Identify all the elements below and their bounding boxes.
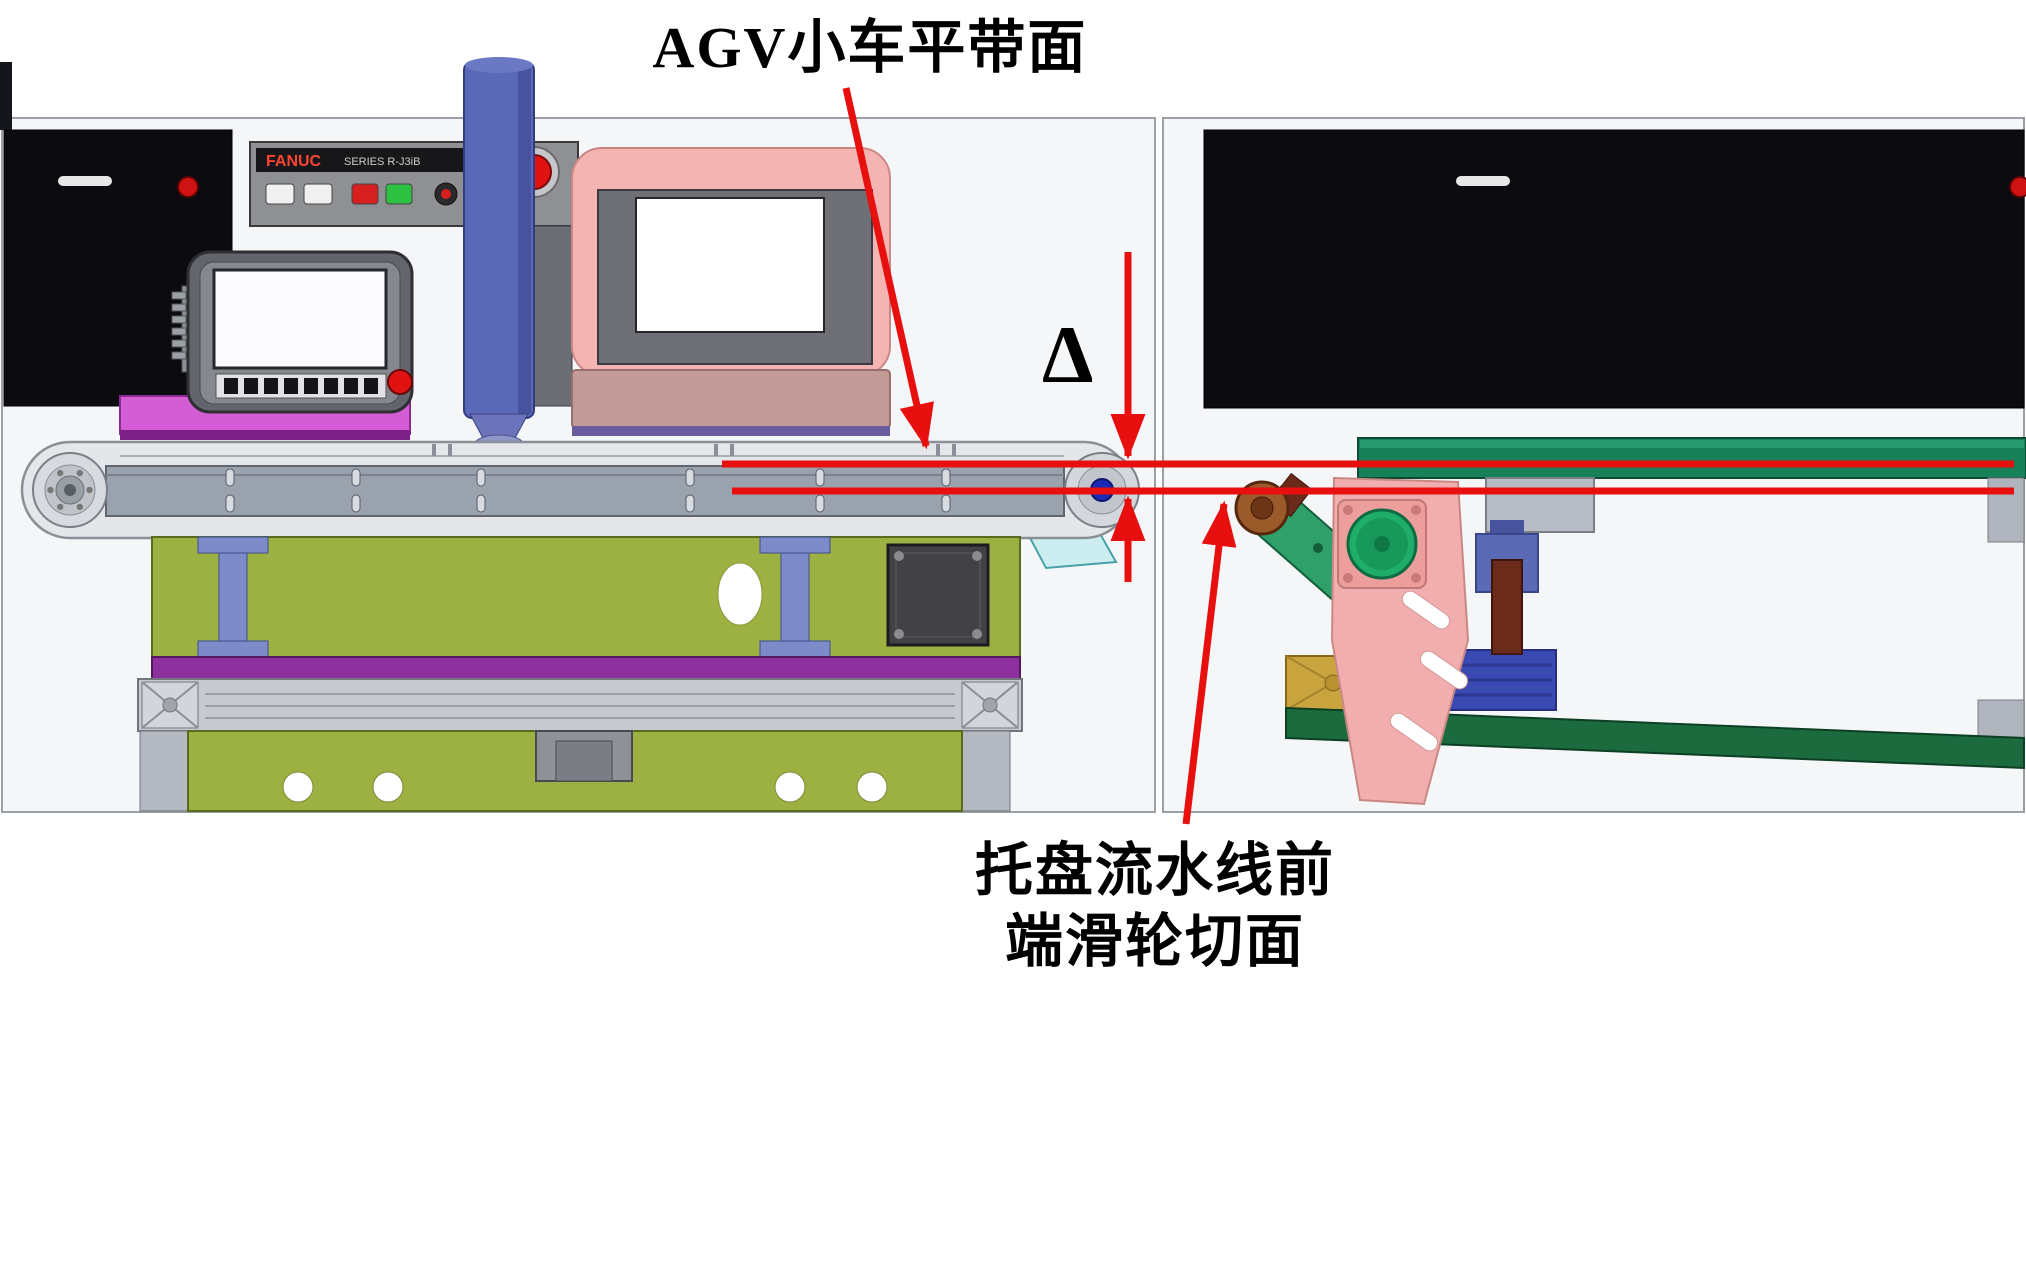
right-screen-handle [1456,176,1510,186]
panel-hole-4 [856,771,888,803]
green-body [151,536,1021,658]
control-panel-nameplate [256,148,470,172]
extrusion-cap-right [961,681,1019,729]
base-frame [137,678,1023,732]
center-bracket-inner [555,740,613,782]
pendant-estop-button [387,369,413,395]
monitor-unit [571,147,891,436]
bracket-slot-1 [1401,590,1451,630]
fanuc-model-label: SERIES R-J3iB [344,156,420,168]
pendant-key-strip [215,373,387,399]
bracket-slot-3 [1389,712,1439,752]
lower-section [139,730,1011,812]
left-screen-indicator-lamp [177,176,199,198]
ibeam-support-right [759,536,831,658]
pendant-connector-comb [171,291,187,360]
right-screen-indicator-lamp [2009,176,2026,198]
electrical-plate [886,543,990,647]
pulley-tangent-label: 托盘流水线前 端滑轮切面 [900,836,1410,978]
pulley-tangent-label-line2: 端滑轮切面 [1004,908,1305,974]
monitor-base-trim [572,426,890,436]
purple-trim-strip [151,656,1021,680]
bottom-label-arrow [1182,500,1237,825]
pulley-tangent-label-line1: 托盘流水线前 [974,838,1335,903]
pallet-line-top-bar [1357,437,2026,479]
monitor-screen [635,197,825,333]
panel-button-white-2 [303,183,333,205]
right-screen [1203,129,2025,409]
bracket-slot-2 [1419,650,1469,690]
left-bearing [32,452,108,528]
belt-slots [225,468,951,513]
magenta-block-lip [120,430,410,440]
pendant-screen [212,268,388,370]
pendant-keys [224,378,378,394]
blue-column-cap [465,57,533,73]
vertical-blue-column [463,57,535,454]
panel-hole-3 [774,771,806,803]
machine-body [151,536,1021,680]
body-oval-cutout [717,562,763,626]
panel-hole-2 [372,771,404,803]
panel-button-green [385,183,413,205]
blue-column-shade [518,66,531,414]
slanted-green-platform [1285,706,2025,770]
panel-button-white-1 [265,183,295,205]
panel-hole-1 [282,771,314,803]
left-edge-sliver [0,62,12,130]
red-annotations [722,87,2014,825]
fanuc-brand-label: FANUC [266,153,322,170]
sensor-block [1475,520,1539,655]
top-label-arrow [842,87,934,450]
rail-seam-ticks [432,444,956,456]
left-screen-handle [58,176,112,186]
extrusion-cap-left [141,681,199,729]
panel-button-red [351,183,379,205]
lower-column-right [961,730,1011,812]
motor-mount [1337,499,1427,589]
left-machine: FANUC SERIES R-J3iB [0,57,1156,813]
front-roller-hub [1250,496,1274,520]
sensor-tab [1490,520,1524,536]
right-display-panel [1203,129,2026,409]
teach-pendant [171,250,414,414]
delta-symbol: Δ [1042,309,1094,400]
lower-column-left [139,730,189,812]
maroon-post [1491,559,1523,655]
ibeam-support-left [197,536,269,658]
monitor-base [571,369,891,429]
panel-keyswitch-center [441,189,451,199]
agv-belt-plane-label: AGV小车平带面 [652,15,1088,80]
